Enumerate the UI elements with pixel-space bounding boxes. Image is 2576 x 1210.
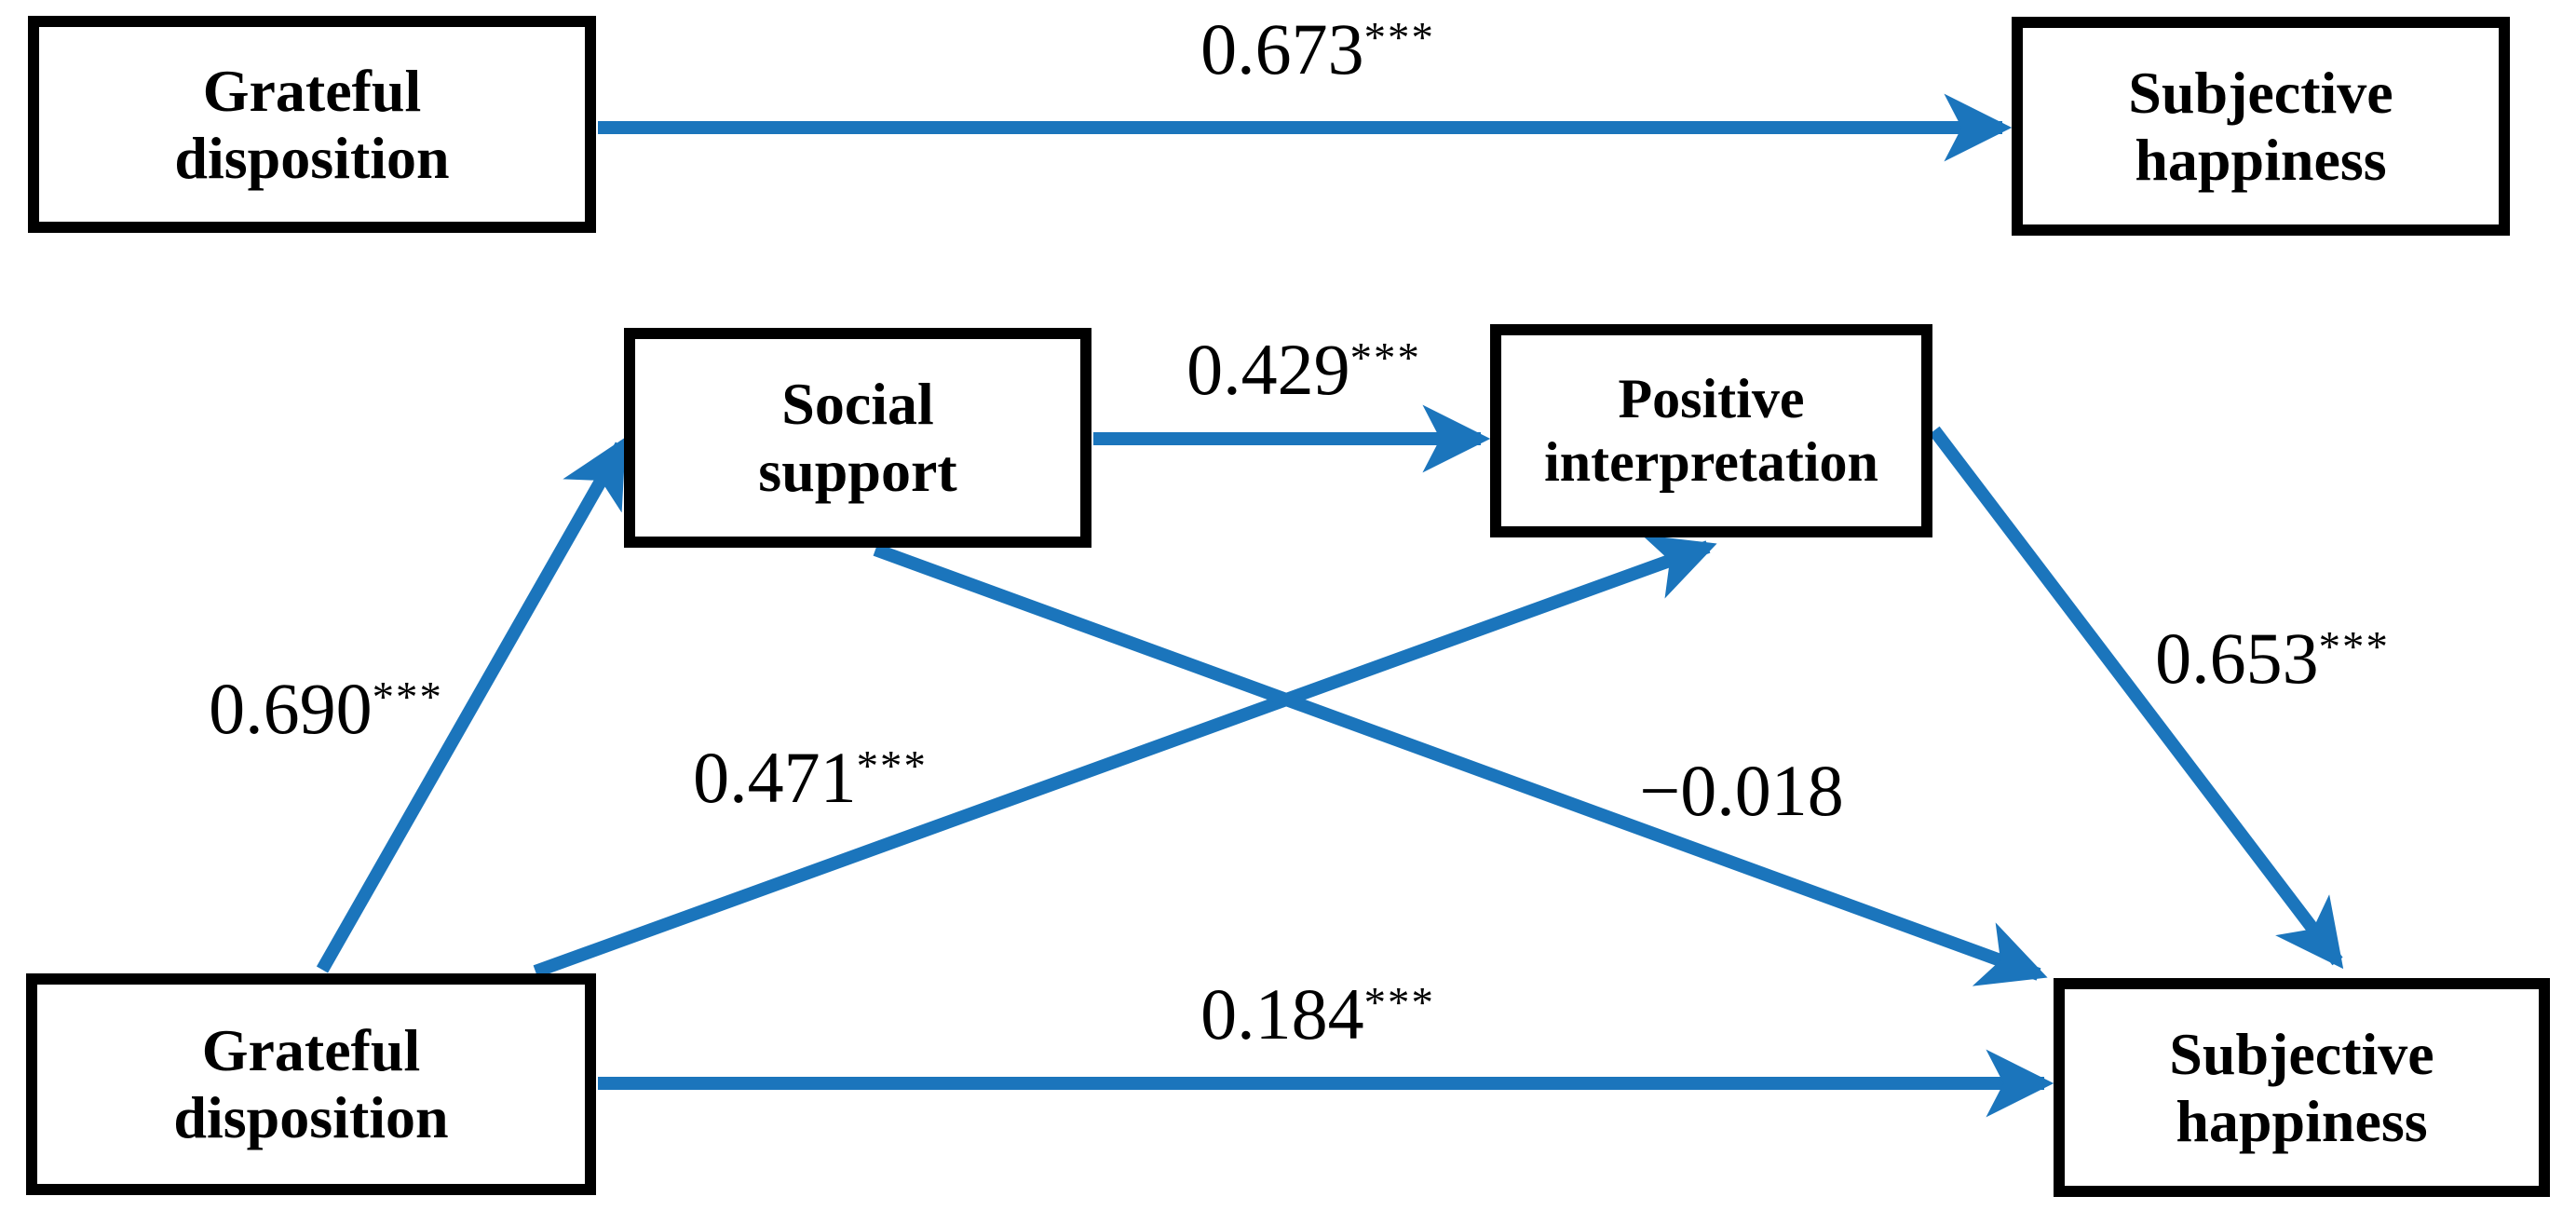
coefficient-gd-to-social-support: 0.690*** — [168, 673, 484, 745]
node-grateful-disposition-bottom: Grateful disposition — [26, 973, 596, 1195]
coefficient-value: 0.471 — [693, 737, 857, 818]
coefficient-value: 0.673 — [1200, 8, 1364, 89]
arrow-gd-to-social-support — [316, 437, 628, 973]
coefficient-value: 0.653 — [2155, 618, 2319, 699]
coefficient-value: 0.429 — [1186, 329, 1350, 410]
node-grateful-disposition-top: Grateful disposition — [28, 16, 596, 233]
node-label-line: disposition — [174, 124, 450, 191]
coefficient-value: 0.690 — [209, 668, 373, 749]
node-subjective-happiness-top: Subjective happiness — [2012, 17, 2510, 236]
node-social-support: Social support — [624, 328, 1091, 548]
coefficient-total-gd-to-sh: 0.673*** — [1159, 13, 1476, 86]
coefficient-social-support-to-sh: −0.018 — [1583, 755, 1900, 827]
arrow-gd-to-positive-interpretation — [533, 535, 1717, 978]
arrow-positive-interpretation-to-sh — [1929, 426, 2344, 970]
coefficient-social-support-to-positive-interpretation: 0.429*** — [1146, 333, 1462, 406]
significance-stars: *** — [372, 673, 443, 722]
significance-stars: *** — [856, 741, 928, 791]
node-positive-interpretation: Positive interpretation — [1490, 324, 1932, 537]
coefficient-value: 0.184 — [1200, 973, 1364, 1054]
node-label-line: support — [758, 438, 957, 504]
node-label-line: happiness — [2176, 1087, 2428, 1154]
node-label-line: Subjective — [2169, 1020, 2434, 1087]
coefficient-positive-interpretation-to-sh: 0.653*** — [2105, 622, 2440, 695]
arrow-social-support-to-sh — [873, 543, 2048, 986]
significance-stars: *** — [1363, 978, 1435, 1027]
significance-stars: *** — [2318, 622, 2390, 672]
node-label-line: disposition — [173, 1084, 449, 1150]
node-label-line: happiness — [2135, 126, 2387, 193]
node-label-line: interpretation — [1544, 430, 1878, 493]
node-label-line: Subjective — [2128, 59, 2393, 126]
node-label-line: Social — [781, 371, 934, 438]
node-label-line: Grateful — [201, 1017, 421, 1084]
coefficient-value: −0.018 — [1639, 750, 1844, 831]
node-subjective-happiness-bottom: Subjective happiness — [2054, 978, 2550, 1197]
node-label-line: Grateful — [202, 57, 422, 124]
significance-stars: *** — [1363, 13, 1435, 62]
coefficient-gd-to-positive-interpretation: 0.471*** — [652, 741, 969, 814]
coefficient-gd-to-sh-direct: 0.184*** — [1159, 978, 1476, 1051]
significance-stars: *** — [1349, 333, 1421, 383]
node-label-line: Positive — [1618, 368, 1805, 430]
